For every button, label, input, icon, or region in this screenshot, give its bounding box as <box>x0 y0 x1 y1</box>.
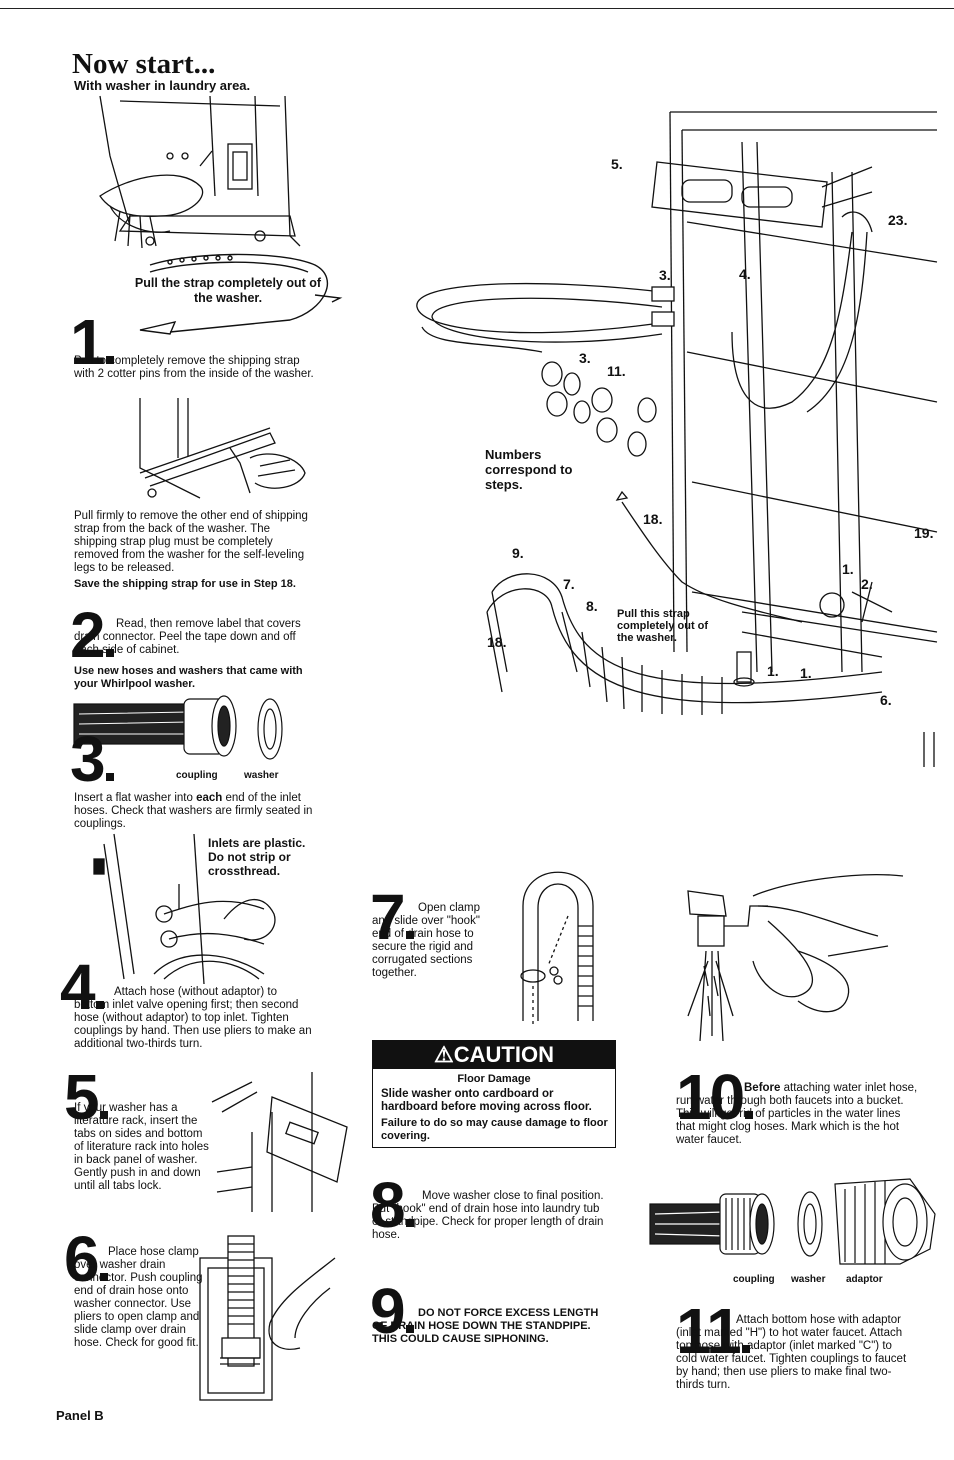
diagram-label-1a: 1. <box>842 561 854 577</box>
step7-text: Open clamp and slide over "hook" end of … <box>372 902 481 979</box>
step1-callout: Pull the strap completely out of the was… <box>134 276 322 305</box>
step8-number: 8 <box>370 1173 414 1237</box>
step8-text: Move washer close to final position. Put… <box>372 1190 604 1241</box>
diagram-label-6: 6. <box>880 692 892 708</box>
step11-label-washer: washer <box>791 1274 826 1285</box>
diagram-label-5: 5. <box>611 156 623 172</box>
warning-triangle-icon: ⚠ <box>434 1042 454 1067</box>
caution-note: Failure to do so may cause damage to flo… <box>381 1117 608 1142</box>
shipping-strap-illustration <box>139 253 343 335</box>
step4-number: 4 <box>60 955 104 1019</box>
washer-back-diagram <box>416 111 938 767</box>
diagram-label-8: 8. <box>586 598 598 614</box>
step1-text: Pull to completely remove the shipping s… <box>74 355 314 380</box>
step10-text: Before attaching water inlet hose, run w… <box>676 1082 918 1146</box>
diagram-label-23: 23. <box>888 212 908 228</box>
step1-washer-illustration <box>99 95 301 249</box>
diagram-label-2: 2. <box>861 576 873 592</box>
step9-text: DO NOT FORCE EXCESS LENGTH OF DRAIN HOSE… <box>372 1307 599 1345</box>
diagram-strap-note: Pull this strap completely out of the wa… <box>617 608 709 644</box>
diagram-label-1c: 1. <box>800 665 812 681</box>
step6-number: 6 <box>64 1227 108 1291</box>
step3-number: 3 <box>70 727 114 791</box>
diagram-label-9: 9. <box>512 545 524 561</box>
top-rule <box>0 8 954 9</box>
drain-hook-clamp-illustration <box>520 871 594 1026</box>
step1-back-illustration <box>139 398 306 499</box>
step4-inlet-illustration <box>93 833 276 985</box>
caution-box: ⚠CAUTION Floor Damage Slide washer onto … <box>372 1040 616 1148</box>
step11-number: 11 <box>676 1299 750 1363</box>
step3-coupling-illustration <box>73 695 283 760</box>
caution-text: Slide washer onto cardboard or hardboard… <box>381 1088 592 1113</box>
diagram-label-3b: 3. <box>579 350 591 366</box>
step1-note: Save the shipping strap for use in Step … <box>74 578 296 590</box>
panel-label: Panel B <box>56 1408 104 1423</box>
step4-callout: Inlets are plastic. Do not strip or cros… <box>208 836 306 878</box>
step5-text: If your washer has a literature rack, in… <box>74 1102 209 1192</box>
step3-label-coupling: coupling <box>176 770 218 781</box>
step4-text: Attach hose (without adaptor) to bottom … <box>74 986 312 1050</box>
literature-rack-illustration <box>211 1072 348 1212</box>
step9-number: 9 <box>370 1279 414 1343</box>
diagram-label-18b: 18. <box>487 634 507 650</box>
diagram-label-7: 7. <box>563 576 575 592</box>
step3-text: Insert a flat washer into each end of th… <box>74 792 313 830</box>
diagram-label-3a: 3. <box>659 267 671 283</box>
page-title: Now start... <box>72 48 216 80</box>
step10-number: 10 <box>676 1065 754 1129</box>
page-subtitle: With washer in laundry area. <box>74 78 251 93</box>
step3-label-washer: washer <box>244 770 279 781</box>
diagram-label-1b: 1. <box>767 663 779 679</box>
step2-note: Use new hoses and washers that came with… <box>74 665 303 690</box>
step11-coupling-washer-adaptor-illustration <box>649 1178 936 1265</box>
diagram-label-18a: 18. <box>643 511 663 527</box>
step6-text: Place hose clamp over washer drain conne… <box>74 1246 203 1349</box>
diagram-label-19: 19. <box>914 525 934 541</box>
diagram-numbers-note: Numbers correspond to steps. <box>485 447 573 492</box>
step1-text2: Pull firmly to remove the other end of s… <box>74 510 308 574</box>
diagram-label-11: 11. <box>607 363 626 379</box>
faucet-bucket-illustration <box>687 874 904 1042</box>
caution-subtitle: Floor Damage <box>457 1073 531 1085</box>
hose-clamp-illustration <box>199 1235 336 1401</box>
step5-number: 5 <box>64 1065 108 1129</box>
step1-number: 1 <box>70 310 114 374</box>
diagram-label-4: 4. <box>739 266 751 282</box>
step11-label-adaptor: adaptor <box>846 1274 883 1285</box>
caution-header: ⚠CAUTION <box>373 1041 615 1069</box>
step2-text: Read, then remove label that covers drai… <box>74 618 301 656</box>
step7-number: 7 <box>370 885 414 949</box>
step2-number: 2 <box>70 603 114 667</box>
step11-label-coupling: coupling <box>733 1274 775 1285</box>
step11-text: Attach bottom hose with adaptor (inlet m… <box>676 1314 907 1391</box>
